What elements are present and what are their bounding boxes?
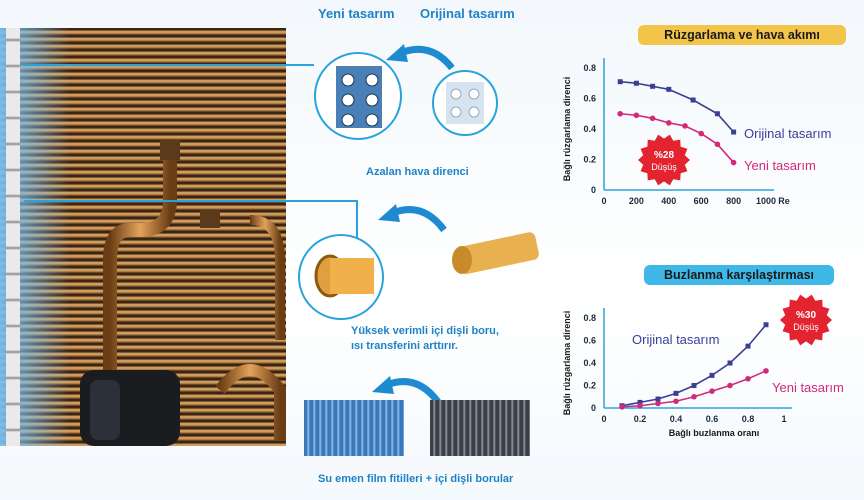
y-tick-label: 0.4 <box>583 124 596 134</box>
series-label: Yeni tasarım <box>772 380 844 395</box>
tube-column <box>6 28 20 446</box>
chart-frosting: 0 0.2 0.4 0.6 0.8 1 0 0.2 0.4 0.6 0.8 Bağlı rüzgarl… <box>562 294 844 438</box>
data-point <box>619 404 625 410</box>
x-tick-label: 1 <box>781 414 786 424</box>
data-point <box>691 383 697 388</box>
label-original-design-top: Orijinal tasarım <box>420 6 515 21</box>
x-tick-label: 800 <box>726 196 741 206</box>
data-point <box>709 388 715 394</box>
data-point <box>714 111 720 117</box>
data-point <box>731 129 737 135</box>
connector-line-1 <box>24 64 314 66</box>
arrow-fin-icon <box>386 44 455 71</box>
data-point <box>633 112 640 119</box>
y-axis-label: Bağlı rüzgarlama direnci <box>562 77 572 182</box>
chart1-title: Rüzgarlama ve hava akımı <box>638 25 846 45</box>
connector-line-2-drop <box>356 200 358 244</box>
x-tick-label: 0 <box>601 414 606 424</box>
data-point <box>617 79 623 85</box>
x-tick-label: 200 <box>629 196 644 206</box>
y-tick-label: 0.6 <box>583 336 596 346</box>
series-label: Orijinal tasarım <box>632 332 719 347</box>
x-tick-label: 0.4 <box>670 414 683 424</box>
arrow-tube-icon <box>378 204 447 233</box>
data-point <box>730 159 737 166</box>
coil-sample-new <box>304 400 404 456</box>
data-point <box>745 375 751 382</box>
data-point <box>637 402 643 409</box>
x-tick-label: 0.6 <box>706 414 719 424</box>
x-tick-label: 600 <box>694 196 709 206</box>
data-point <box>633 80 639 86</box>
tube-new-circle <box>298 234 384 320</box>
y-tick-label: 0.8 <box>583 313 596 323</box>
connector-line-2 <box>24 200 356 202</box>
y-tick-label: 0 <box>591 185 596 195</box>
x-tick-label: 400 <box>661 196 676 206</box>
data-point <box>745 343 751 349</box>
tube-original-icon <box>452 232 539 275</box>
data-point <box>666 86 672 92</box>
x-tick-label: 0 <box>601 196 606 206</box>
y-tick-label: 0.6 <box>583 94 596 104</box>
data-point <box>727 360 733 366</box>
decrease-badge-text: Düşüş <box>793 322 819 332</box>
data-point <box>637 399 643 405</box>
coil-caption: Su emen film fitilleri + içi dişli borul… <box>318 473 514 485</box>
decrease-badge-percent: %30 <box>796 310 816 321</box>
decrease-badge-percent: %28 <box>654 150 674 161</box>
fin-original-icon <box>446 82 484 124</box>
series-label: Yeni tasarım <box>744 158 816 173</box>
y-tick-label: 0.2 <box>583 155 596 165</box>
data-point <box>698 130 704 137</box>
arrow-coil-icon <box>372 376 441 405</box>
tube-caption-line2: ısı transferini arttırır. <box>351 340 458 352</box>
series-label: Orijinal tasarım <box>744 126 831 141</box>
data-point <box>763 322 769 328</box>
fin-caption: Azalan hava direnci <box>366 166 469 178</box>
decrease-badge <box>780 294 832 346</box>
y-tick-label: 0.2 <box>583 381 596 391</box>
copper-pipes <box>80 140 286 446</box>
data-point <box>673 390 679 396</box>
label-new-design-top: Yeni tasarım <box>318 6 395 21</box>
y-tick-label: 0 <box>591 403 596 413</box>
data-point <box>666 120 672 126</box>
fin-new-circle <box>314 52 402 140</box>
x-tick-label: 0.2 <box>634 414 647 424</box>
data-point <box>655 400 661 407</box>
tube-caption-line1: Yüksek verimli içi dişli boru, <box>351 325 499 337</box>
data-point <box>650 83 656 89</box>
data-point <box>617 110 623 117</box>
x-tick-label: 1000 <box>756 196 776 206</box>
y-tick-label: 0.8 <box>583 63 596 73</box>
data-point <box>673 398 679 405</box>
data-point <box>763 368 769 374</box>
x-axis-label: Bağlı buzlanma oranı <box>669 428 760 438</box>
data-point <box>727 382 733 389</box>
data-point <box>691 393 697 400</box>
data-point <box>655 396 661 402</box>
decrease-badge-text: Düşüş <box>651 162 677 172</box>
data-point <box>682 123 688 129</box>
x-unit-label: Re <box>778 196 790 206</box>
data-point <box>714 141 721 148</box>
y-axis-label: Bağlı rüzgarlama direnci <box>562 311 572 416</box>
data-point <box>690 97 696 103</box>
fin-new-icon <box>336 66 382 128</box>
decrease-badge <box>638 134 690 186</box>
tube-new-icon <box>314 254 374 298</box>
fin-original-circle <box>432 70 498 136</box>
data-point <box>649 115 656 122</box>
data-point <box>709 372 715 378</box>
x-tick-label: 0.8 <box>742 414 755 424</box>
coil-sample-original <box>430 400 530 456</box>
y-tick-label: 0.4 <box>583 358 596 368</box>
chart2-title: Buzlanma karşılaştırması <box>644 265 834 285</box>
